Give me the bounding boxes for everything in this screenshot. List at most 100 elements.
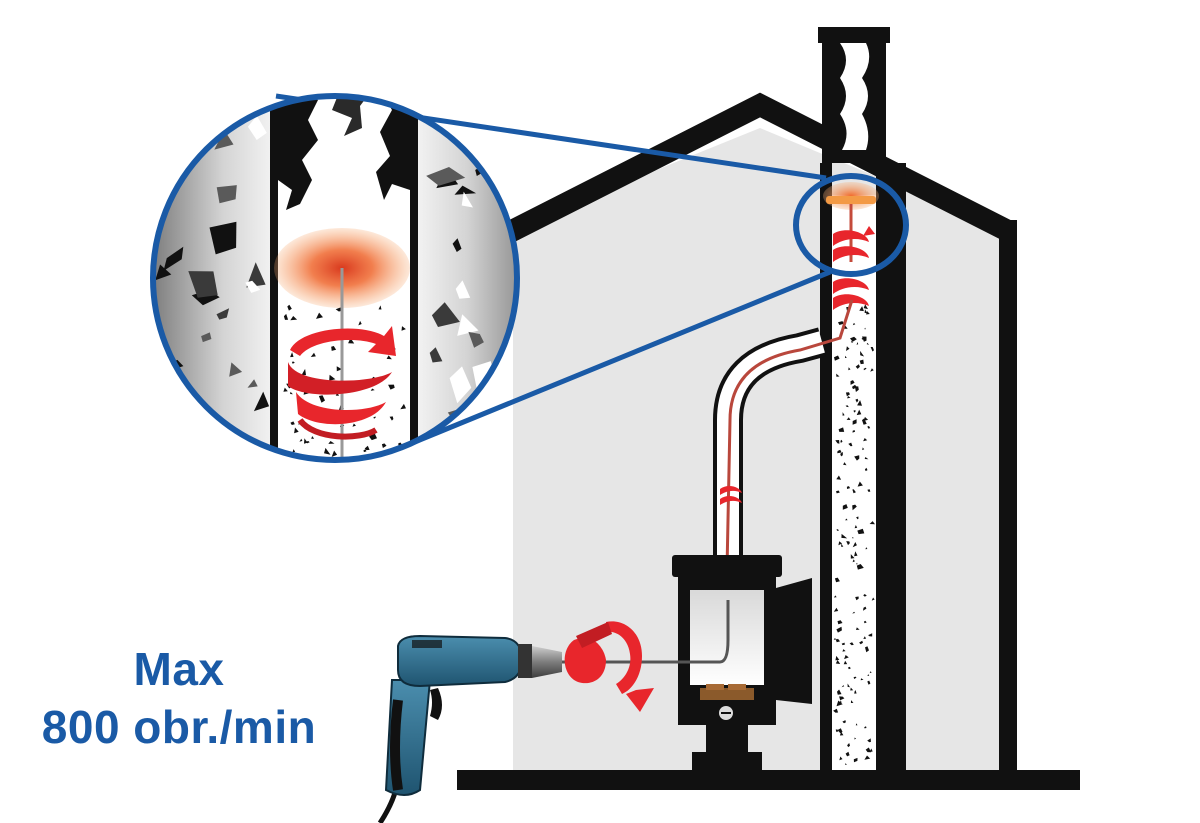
- soot-particle: [856, 516, 859, 520]
- soot-particle: [833, 708, 839, 713]
- soot-particle: [847, 666, 851, 670]
- soot-particle: [864, 755, 871, 760]
- soot-particle: [867, 680, 871, 685]
- max-speed-label: Max 800 obr./min: [14, 640, 344, 756]
- soot-particle: [870, 347, 874, 352]
- soot-particle: [856, 562, 858, 565]
- soot-particle: [329, 374, 336, 381]
- soot-particle: [378, 305, 382, 310]
- soot-particle: [454, 185, 477, 195]
- soot-particle: [859, 640, 863, 645]
- soot-particle: [850, 336, 857, 342]
- soot-particle: [850, 380, 855, 385]
- soot-particle: [837, 449, 842, 454]
- soot-particle: [431, 302, 460, 327]
- soot-particle: [287, 304, 292, 311]
- soot-particle: [369, 432, 377, 441]
- soot-particle: [840, 439, 843, 443]
- soot-particle: [836, 490, 840, 494]
- soot-particle: [335, 307, 341, 312]
- speed-label-line1: Max: [133, 643, 225, 695]
- soot-particle: [388, 384, 395, 390]
- soot-particle: [838, 427, 845, 432]
- soot-particle: [856, 342, 859, 345]
- soot-particle: [835, 660, 841, 664]
- soot-particle: [856, 564, 864, 570]
- rotation-arrow-icon: [833, 226, 875, 262]
- soot-particle: [864, 726, 867, 729]
- soot-particle: [283, 387, 288, 392]
- soot-particle: [163, 246, 184, 271]
- soot-particle: [871, 597, 875, 601]
- wood-stove-icon: [650, 555, 812, 770]
- soot-particle: [863, 438, 868, 442]
- soot-particle: [518, 156, 536, 171]
- soot-particle: [869, 521, 875, 525]
- soot-particle: [867, 426, 871, 429]
- power-drill-icon: [377, 634, 652, 823]
- soot-particle: [853, 757, 858, 763]
- soot-particle: [856, 409, 862, 416]
- soot-particle: [852, 504, 857, 511]
- soot-particle: [247, 115, 267, 140]
- soot-particle: [301, 368, 306, 376]
- house-roof: [505, 92, 1015, 242]
- soot-particle: [838, 541, 843, 546]
- soot-particle: [863, 636, 867, 639]
- soot-particle: [331, 346, 337, 351]
- soot-particle: [854, 455, 860, 461]
- soot-particle: [845, 405, 849, 408]
- soot-particle: [857, 481, 863, 487]
- soot-particle: [854, 525, 858, 529]
- soot-particle: [370, 388, 375, 391]
- soot-particle: [841, 685, 845, 688]
- soot-particle: [328, 441, 335, 444]
- soot-particle: [155, 264, 172, 281]
- soot-particle: [461, 191, 473, 208]
- soot-particle: [846, 541, 850, 546]
- soot-particle: [291, 361, 295, 364]
- soot-particle: [862, 336, 867, 342]
- soot-particle: [862, 418, 867, 425]
- soot-particle: [860, 350, 865, 357]
- soot-particle: [290, 421, 295, 425]
- soot-particle: [401, 326, 406, 331]
- soot-particle: [845, 518, 848, 521]
- soot-particle: [318, 395, 325, 403]
- soot-particle: [852, 542, 857, 548]
- soot-particle: [865, 547, 868, 550]
- soot-particle: [838, 321, 844, 325]
- soot-particle: [201, 332, 212, 343]
- soot-particle: [870, 368, 874, 372]
- soot-particle: [299, 438, 303, 442]
- soot-particle: [468, 331, 484, 348]
- soot-particle: [363, 449, 367, 453]
- soot-particle: [854, 551, 858, 557]
- soot-particle: [229, 362, 243, 377]
- soot-particle: [852, 419, 857, 425]
- soot-particle: [835, 440, 840, 444]
- soot-particle: [839, 756, 843, 761]
- soot-particle: [336, 366, 342, 372]
- soot-particle: [842, 720, 846, 724]
- soot-particle: [865, 747, 872, 753]
- soot-particle: [864, 309, 868, 314]
- soot-particle: [836, 373, 840, 377]
- soot-particle: [868, 633, 873, 637]
- soot-particle: [852, 611, 855, 614]
- soot-particle: [400, 403, 406, 410]
- soot-particle: [509, 171, 517, 191]
- soot-particle: [850, 554, 855, 559]
- soot-particle: [324, 447, 331, 455]
- soot-particle: [843, 660, 848, 665]
- rotation-arrow-icon: [564, 621, 654, 712]
- soot-particle: [865, 646, 869, 653]
- soot-particle: [854, 690, 857, 694]
- soot-particle: [837, 728, 843, 734]
- speed-label-line2: 800 obr./min: [41, 701, 317, 753]
- soot-particle: [834, 355, 840, 361]
- soot-particle: [850, 340, 854, 343]
- soot-particle: [847, 683, 850, 688]
- chimney: [793, 27, 909, 770]
